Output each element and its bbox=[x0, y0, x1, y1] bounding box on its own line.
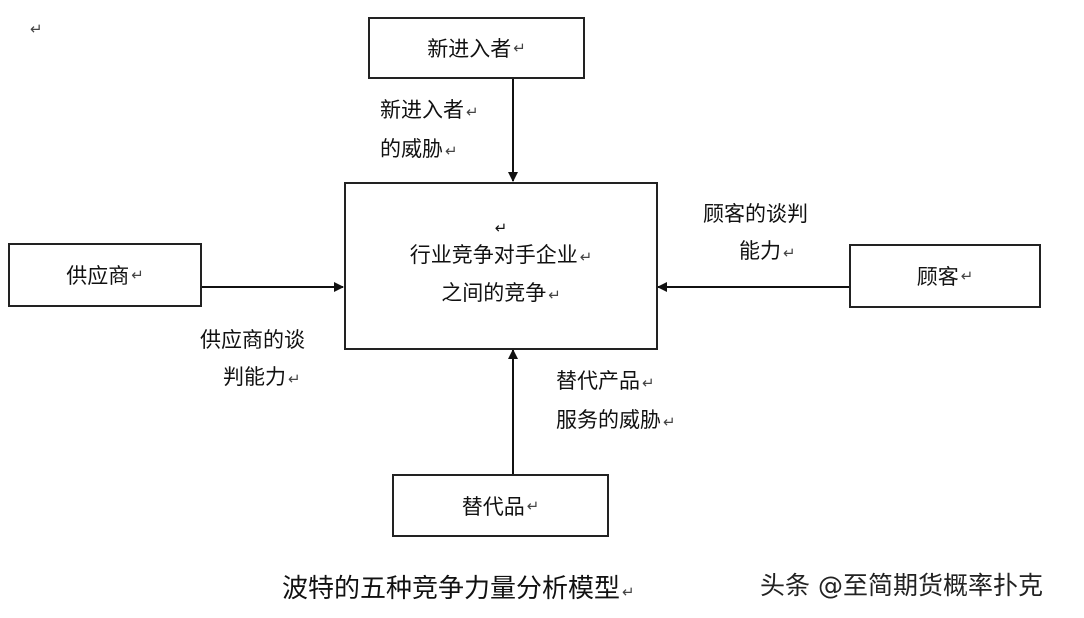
return-mark: ↵ bbox=[30, 20, 43, 38]
center-label-line2: 之间的竞争 bbox=[441, 281, 547, 305]
return-mark: ↵ bbox=[960, 267, 974, 285]
new-entrants-label: 新进入者 bbox=[427, 37, 512, 61]
suppliers-power-label: 供应商的谈 判能力↵ bbox=[200, 328, 305, 389]
substitutes-label: 替代品 bbox=[461, 494, 525, 519]
customers-power-label: 顾客的谈判 能力↵ bbox=[703, 202, 808, 263]
new-entrants-box: 新进入者↵ bbox=[368, 17, 585, 79]
return-mark: ↵ bbox=[513, 39, 526, 57]
suppliers-label: 供应商 bbox=[66, 264, 130, 288]
source-watermark: 头条 @至简期货概率扑克 bbox=[760, 571, 1043, 600]
diagram-caption: 波特的五种竞争力量分析模型↵ bbox=[282, 574, 635, 604]
industry-competition-box: ↵ 行业竞争对手企业↵ 之间的竞争↵ bbox=[344, 182, 658, 350]
return-mark: ↵ bbox=[131, 266, 144, 284]
suppliers-box: 供应商↵ bbox=[8, 243, 202, 307]
substitutes-box: 替代品↵ bbox=[392, 474, 609, 537]
return-mark: ↵ bbox=[579, 248, 593, 266]
substitutes-threat-label: 替代产品↵ 服务的威胁↵ bbox=[556, 369, 676, 432]
return-mark: ↵ bbox=[494, 219, 508, 237]
center-label-line1: 行业竞争对手企业 bbox=[409, 243, 578, 267]
customers-box: 顾客↵ bbox=[849, 244, 1041, 308]
customers-label: 顾客 bbox=[916, 265, 959, 289]
return-mark: ↵ bbox=[548, 286, 561, 304]
return-mark: ↵ bbox=[526, 496, 540, 515]
entrants-threat-label: 新进入者↵ 的威胁↵ bbox=[380, 98, 479, 161]
